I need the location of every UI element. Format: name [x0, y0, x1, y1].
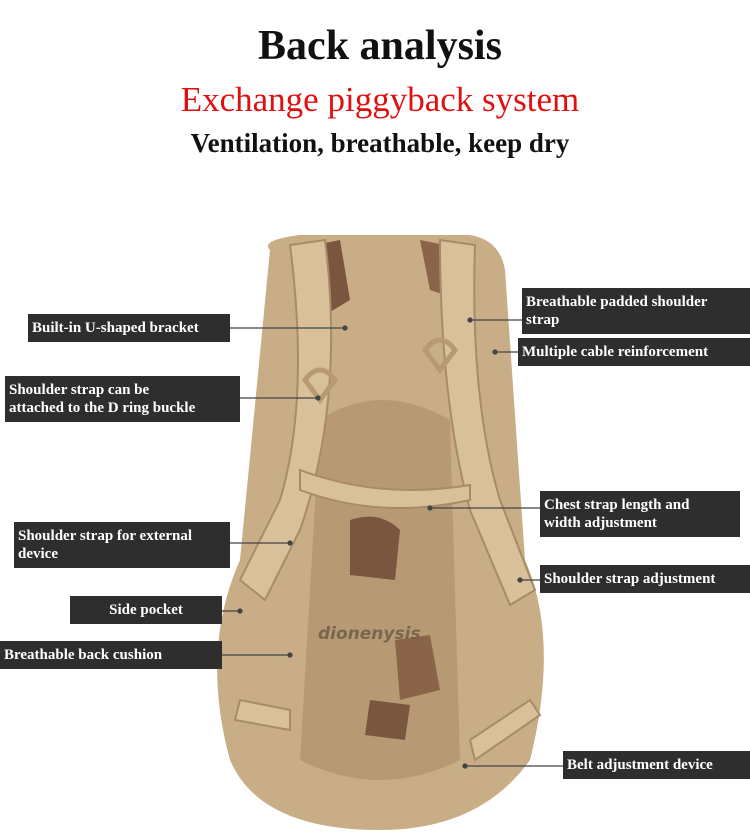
label-belt-adjustment: Belt adjustment device	[563, 751, 750, 779]
label-line: strap	[526, 312, 560, 328]
label-side-pocket: Side pocket	[70, 596, 222, 624]
d-ring-buckles	[301, 337, 459, 405]
watermark-logo: dionenysis	[318, 624, 421, 644]
label-u-bracket: Built-in U-shaped bracket	[28, 314, 230, 342]
label-padded-strap: Breathable padded shoulder strap	[522, 288, 750, 334]
leader-lines	[222, 317, 563, 769]
shoulder-straps	[233, 238, 542, 762]
label-strap-adjustment: Shoulder strap adjustment	[540, 565, 750, 593]
label-line: Shoulder strap for external	[18, 528, 193, 544]
page-title: Back analysis	[258, 23, 502, 69]
label-external-device: Shoulder strap for external device	[14, 522, 230, 568]
label-line: attached to the D ring buckle	[9, 400, 196, 416]
label-line: device	[18, 546, 58, 562]
label-back-cushion: Breathable back cushion	[0, 641, 222, 669]
subtitle: Exchange piggyback system	[180, 80, 580, 119]
label-chest-strap: Chest strap length and width adjustment	[540, 491, 740, 537]
label-line: Chest strap length and	[544, 497, 690, 513]
label-d-ring: Shoulder strap can be attached to the D r…	[5, 376, 240, 422]
tagline: Ventilation, breathable, keep dry	[190, 128, 570, 158]
label-cable-reinforcement: Multiple cable reinforcement	[518, 338, 750, 366]
label-line: Breathable padded shoulder	[526, 294, 708, 310]
label-line: Shoulder strap can be	[9, 382, 150, 398]
label-line: width adjustment	[544, 515, 657, 531]
